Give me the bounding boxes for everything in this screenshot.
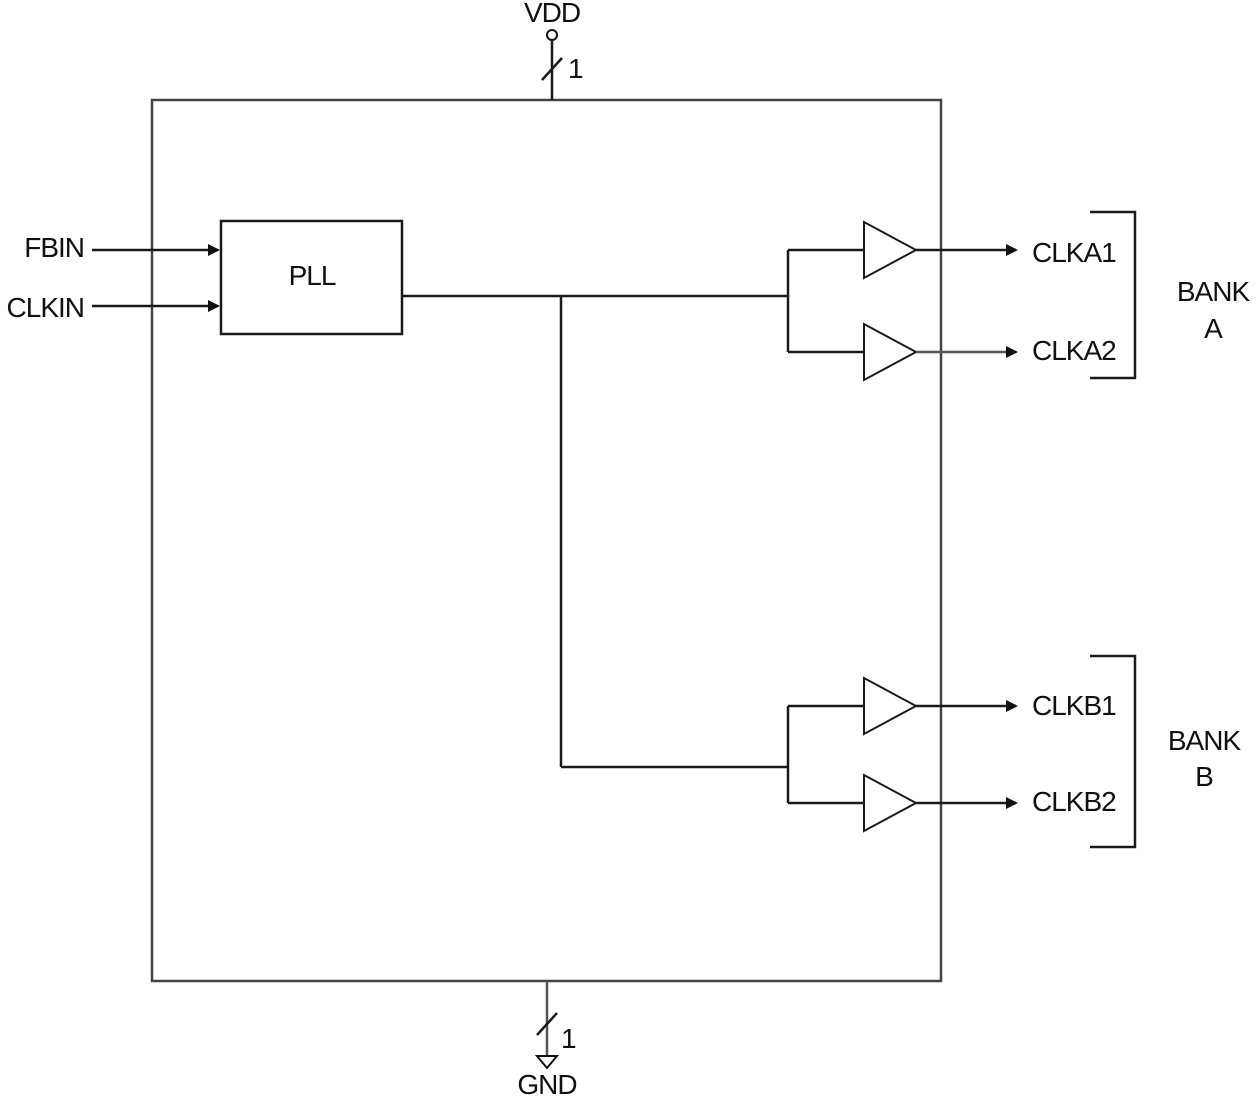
vdd-terminal bbox=[546, 29, 558, 41]
vdd-supply: VDD 1 bbox=[524, 0, 584, 100]
vdd-label: VDD bbox=[524, 0, 580, 28]
gnd-symbol-icon bbox=[534, 1055, 560, 1070]
pll-box bbox=[219, 219, 404, 336]
bank-b-bracket bbox=[1090, 654, 1137, 849]
clock-distribution-net bbox=[402, 248, 864, 805]
gnd-supply: 1 GND bbox=[517, 981, 578, 1099]
bank-a-bracket bbox=[1090, 210, 1137, 380]
bank-b-line2: B bbox=[1195, 761, 1213, 792]
bank-b-label: BANK B bbox=[1168, 725, 1243, 792]
input-clkin: CLKIN bbox=[7, 292, 220, 323]
buffer-clka2-icon bbox=[863, 322, 919, 382]
clkb1-label: CLKB1 bbox=[1032, 690, 1116, 721]
bank-a-line2: A bbox=[1204, 313, 1223, 344]
buffer-clkb2-icon bbox=[863, 773, 919, 833]
pll-label: PLL bbox=[289, 260, 336, 291]
buffer-clkb1-icon bbox=[863, 676, 919, 736]
clka1-label: CLKA1 bbox=[1032, 237, 1116, 268]
input-fbin: FBIN bbox=[24, 232, 220, 263]
pll-block: PLL bbox=[219, 219, 404, 336]
gnd-label: GND bbox=[517, 1069, 576, 1099]
vdd-bus-slash bbox=[541, 57, 563, 81]
bank-a-label: BANK A bbox=[1177, 276, 1252, 344]
clkin-label: CLKIN bbox=[7, 292, 84, 323]
bank-b-line1: BANK bbox=[1168, 725, 1242, 756]
fbin-label: FBIN bbox=[24, 232, 84, 263]
gnd-bus-slash bbox=[536, 1012, 558, 1036]
gnd-bus-width: 1 bbox=[561, 1023, 576, 1054]
bank-a-line1: BANK bbox=[1177, 276, 1251, 307]
vdd-bus-width: 1 bbox=[568, 53, 583, 84]
clka2-label: CLKA2 bbox=[1032, 335, 1116, 366]
buffer-clka1-icon bbox=[863, 220, 919, 280]
clkb2-label: CLKB2 bbox=[1032, 786, 1116, 817]
